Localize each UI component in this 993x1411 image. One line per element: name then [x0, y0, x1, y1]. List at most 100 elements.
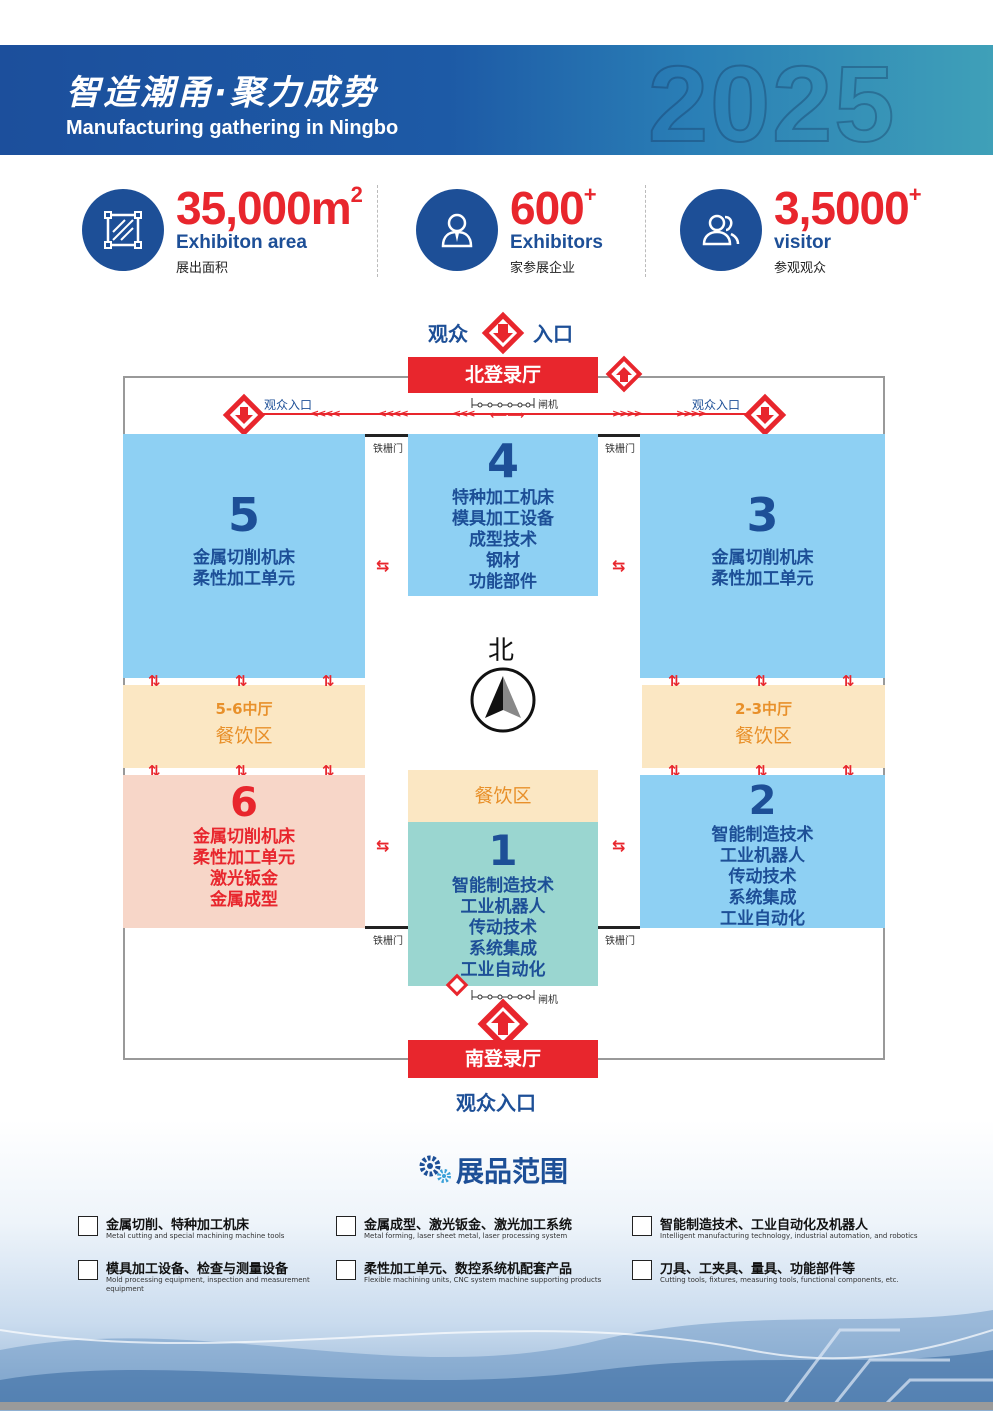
zone-line: 激光钣金 — [210, 869, 278, 889]
scope-item-en: Mold processing equipment, inspection an… — [106, 1276, 310, 1293]
area-icon — [82, 189, 164, 271]
swap-arrow-icon: ⇆ — [612, 836, 626, 855]
zone-line: 模具加工设备 — [452, 509, 554, 529]
scope-item-cn: 刀具、工夹具、量具、功能部件等 — [660, 1262, 856, 1277]
zone-line: 传动技术 — [728, 867, 797, 887]
zone-4: 4 特种加工机床 模具加工设备 成型技术 钢材 功能部件 — [408, 434, 598, 596]
bidirectional-arrow-icon: ⟵⟶ — [490, 408, 525, 422]
iron-gate — [365, 434, 408, 437]
checkbox-icon — [632, 1216, 652, 1236]
hall-5-6: 5-6中厅 餐饮区 — [123, 685, 365, 768]
zone-line: 工业自动化 — [460, 960, 546, 980]
scope-item-en: Metal forming, laser sheet metal, laser … — [364, 1232, 568, 1240]
side-entrance-right-label: 观众入口 — [692, 398, 741, 412]
scope-item-cn: 金属切削、特种加工机床 — [106, 1218, 250, 1233]
stat-label-cn: 家参展企业 — [510, 261, 576, 276]
turnstile-icon — [471, 990, 535, 1000]
checkbox-icon — [78, 1260, 98, 1280]
zone-line: 柔性加工单元 — [711, 569, 814, 589]
hall-label: 5-6中厅 — [215, 700, 273, 718]
chevrons-right: >>>> — [676, 407, 707, 420]
zone-number: 6 — [230, 780, 258, 826]
stat-label-en: visitor — [774, 232, 832, 253]
stat-label-en: Exhibiton area — [176, 232, 307, 253]
zone-number: 1 — [488, 826, 518, 875]
zone-line: 柔性加工单元 — [193, 569, 295, 589]
zone-line: 柔性加工单元 — [193, 848, 295, 868]
up-arrow-icon — [491, 1011, 515, 1035]
swap-arrow-icon: ⇆ — [612, 556, 626, 575]
up-down-arrow-icon: ⇅ — [668, 672, 681, 690]
swap-arrow-icon: ⇆ — [376, 836, 390, 855]
exhibitor-icon — [416, 189, 498, 271]
scope-title: 展品范围 — [456, 1155, 569, 1188]
scope-item-cn: 金属成型、激光钣金、激光加工系统 — [364, 1218, 573, 1233]
stat-label-cn: 参观观众 — [774, 261, 827, 276]
year-watermark: 2025 — [647, 42, 897, 165]
iron-gate — [365, 926, 408, 929]
checkbox-icon — [78, 1216, 98, 1236]
hall-2-3: 2-3中厅 餐饮区 — [642, 685, 885, 768]
zone-line: 系统集成 — [469, 939, 537, 959]
hall-label: 餐饮区 — [215, 725, 273, 747]
scope-item-cn: 智能制造技术、工业自动化及机器人 — [660, 1218, 869, 1233]
zone-6: 6 金属切削机床 柔性加工单元 激光钣金 金属成型 — [123, 775, 365, 928]
scope-item-en: Cutting tools, fixtures, measuring tools… — [660, 1276, 899, 1284]
zone-number: 3 — [746, 488, 779, 542]
zone-number: 4 — [486, 434, 519, 488]
top-entrance-label-left: 观众 — [428, 322, 468, 346]
zone-number: 5 — [227, 488, 260, 542]
north-hall: 北登录厅 — [408, 357, 598, 393]
down-arrow-icon — [756, 407, 774, 424]
zone-number: 2 — [748, 778, 777, 824]
compass-icon — [470, 667, 536, 733]
stat-label-en: Exhibitors — [510, 232, 603, 253]
zone-line: 功能部件 — [469, 572, 537, 592]
chevrons-right: >>>> — [612, 407, 643, 420]
up-down-arrow-icon: ⇅ — [235, 672, 248, 690]
up-down-arrow-icon: ⇅ — [322, 672, 335, 690]
scope-item-cn: 柔性加工单元、数控系统机配套产品 — [364, 1262, 573, 1277]
zone-1: 1 智能制造技术 工业机器人 传动技术 系统集成 工业自动化 — [408, 822, 598, 986]
zone-line: 工业自动化 — [720, 909, 805, 929]
divider — [645, 185, 646, 277]
zone-line: 钢材 — [486, 551, 520, 571]
south-hall: 南登录厅 — [408, 1040, 598, 1078]
stat-value: 3,5000+ — [774, 181, 922, 234]
up-down-arrow-icon: ⇅ — [842, 672, 855, 690]
side-entrance-left-label: 观众入口 — [264, 398, 313, 412]
gears-icon — [419, 1155, 451, 1183]
down-arrow-icon — [493, 324, 513, 343]
iron-gate — [598, 926, 640, 929]
iron-gate-label: 铁栅门 — [373, 936, 403, 947]
iron-gate-label: 铁栅门 — [373, 444, 403, 455]
checkbox-icon — [632, 1260, 652, 1280]
chevrons-left: <<<< — [310, 407, 341, 420]
stat-value: 600+ — [510, 181, 597, 234]
up-arrow-icon — [616, 367, 632, 382]
up-down-arrow-icon: ⇅ — [148, 672, 161, 690]
zone-line: 工业机器人 — [720, 846, 805, 866]
divider — [377, 185, 378, 277]
zone-line: 金属成型 — [210, 890, 278, 910]
compass-label: 北 — [488, 636, 515, 666]
hall-label: 2-3中厅 — [734, 700, 793, 718]
zone-line: 传动技术 — [469, 918, 537, 938]
top-entrance-label-right: 入口 — [533, 322, 573, 346]
stat-value: 35,000m2 — [176, 181, 363, 234]
chevrons-left: <<< — [452, 407, 476, 420]
zone-line: 工业机器人 — [460, 897, 546, 917]
turnstile-label-bottom: 闸机 — [538, 995, 558, 1006]
iron-gate-label: 铁栅门 — [605, 444, 635, 455]
corridor-line — [244, 413, 762, 415]
turnstile-icon — [471, 398, 535, 408]
scope-item-en: Intelligent manufacturing technology, in… — [660, 1232, 918, 1240]
scope-item-cn: 模具加工设备、检查与测量设备 — [106, 1262, 289, 1277]
iron-gate — [598, 434, 640, 437]
decorative-wave — [0, 1310, 993, 1410]
dining-label: 餐饮区 — [474, 785, 532, 807]
checkbox-icon — [336, 1260, 356, 1280]
zone-line: 成型技术 — [469, 530, 537, 550]
visitor-icon — [680, 189, 762, 271]
down-arrow-icon — [235, 407, 253, 424]
